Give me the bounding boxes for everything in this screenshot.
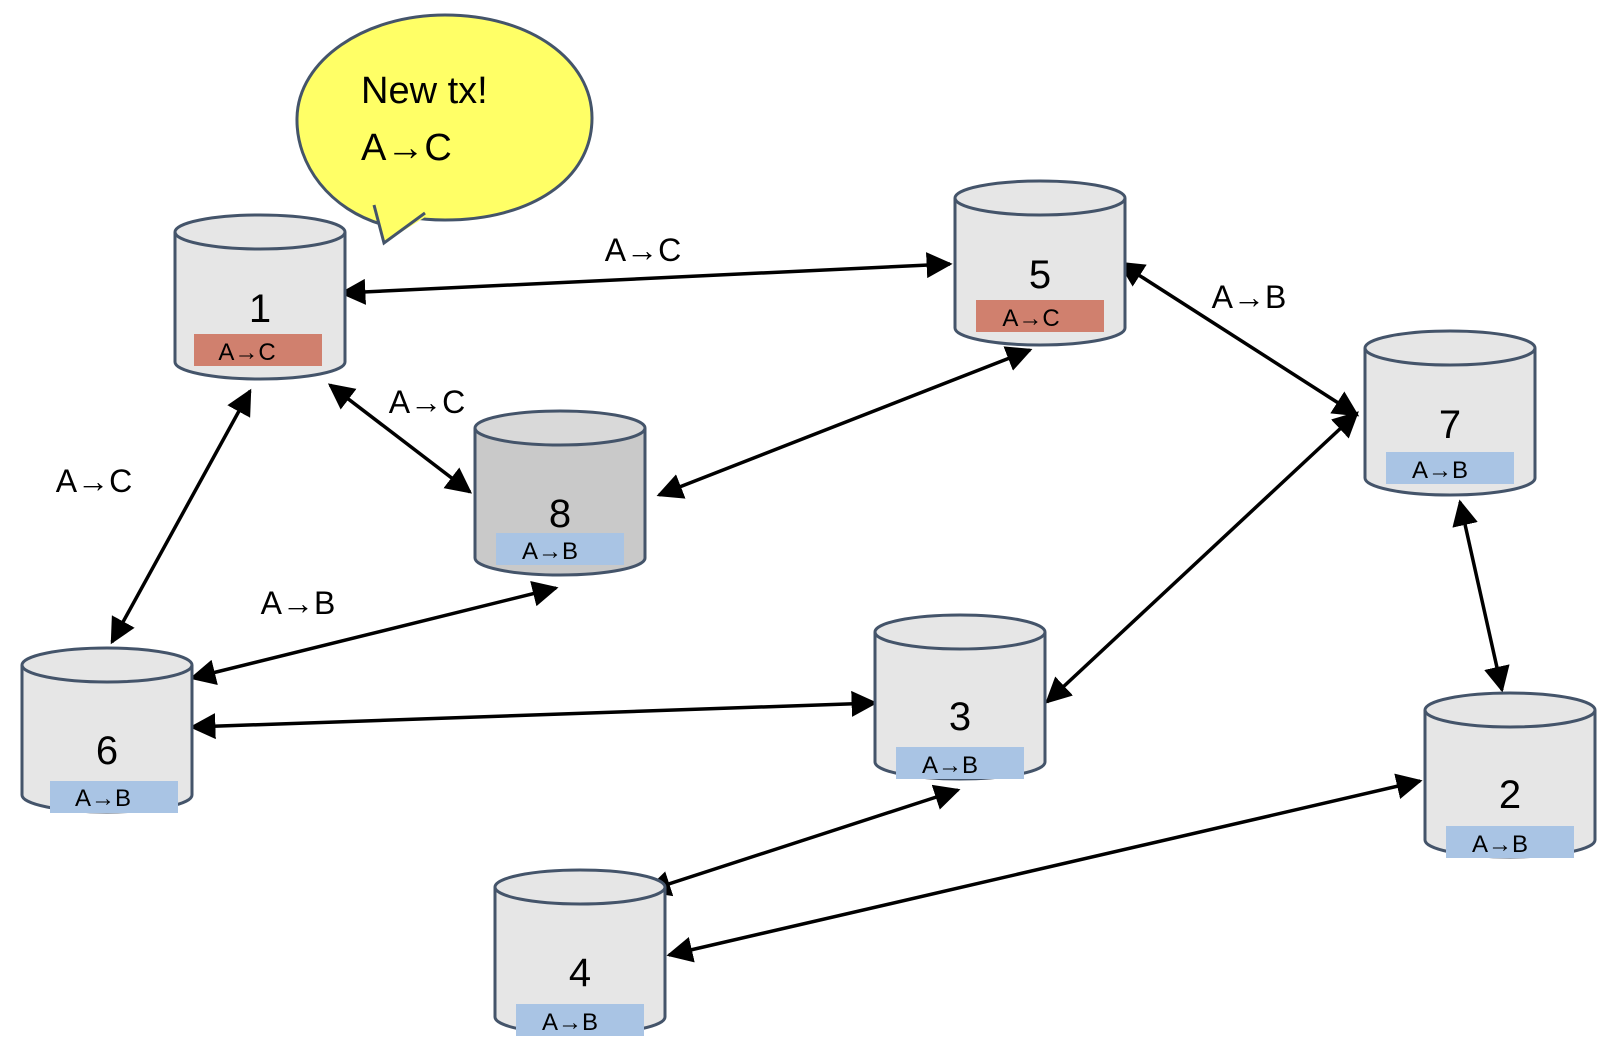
tx-badge [976,300,1104,332]
node-8: 8 A→B [473,409,647,577]
tx-badge [496,533,624,565]
tx-label: A→C [218,339,275,366]
tx-badge [1386,452,1514,484]
tx-label: A→B [542,1009,598,1036]
edge-label-5-7: A→B [1212,279,1287,315]
edge-2-4 [666,773,1423,963]
node-number: 6 [96,729,118,773]
edge-6-8 [189,580,559,686]
tx-label: A→C [1002,305,1059,332]
node-number: 8 [549,492,571,536]
node-1: 1 A→C [173,213,347,381]
edge-labels: A→C A→B A→C A→C A→B [56,232,1287,621]
edge-label-6-8: A→B [261,585,336,621]
node-number: 1 [249,287,271,331]
node-5: 5 A→C [953,179,1127,347]
node-number: 2 [1499,773,1521,817]
tx-label: A→B [522,538,578,565]
tx-label: A→B [922,752,978,779]
tx-badge [516,1004,644,1036]
edge-5-7 [1117,261,1360,417]
tx-badge [194,334,322,366]
edge-3-4 [644,784,961,897]
edge-label-1-5: A→C [605,232,681,268]
tx-badge [1446,826,1574,858]
tx-label: A→B [1472,831,1528,858]
tx-label: A→B [1412,457,1468,484]
tx-label: A→B [75,785,131,812]
edge-1-5 [339,252,953,305]
speech-bubble-line1: New tx! [361,70,488,112]
node-7: 7 A→B [1363,329,1537,497]
edge-label-1-8: A→C [389,384,465,420]
edge-7-3 [1045,411,1359,704]
edge-1-8 [327,383,473,494]
edges [110,252,1510,963]
edge-6-3 [189,690,878,740]
node-4: 4 A→B [493,868,667,1036]
edge-1-6 [110,388,252,645]
edge-7-2 [1452,499,1510,693]
edge-label-1-6: A→C [56,463,132,499]
tx-badge [50,781,178,813]
node-2: 2 A→B [1423,691,1597,859]
tx-badge [896,747,1024,779]
edge-5-8 [656,346,1033,499]
node-number: 3 [949,695,971,739]
speech-bubble-line2: A→C [361,127,452,169]
node-6: 6 A→B [20,646,194,814]
node-number: 7 [1439,403,1461,447]
node-number: 5 [1029,253,1051,297]
speech-bubble: New tx! A→C [295,13,594,246]
node-3: 3 A→B [873,613,1047,781]
speech-bubble-shape [295,13,594,227]
node-number: 4 [569,951,591,995]
